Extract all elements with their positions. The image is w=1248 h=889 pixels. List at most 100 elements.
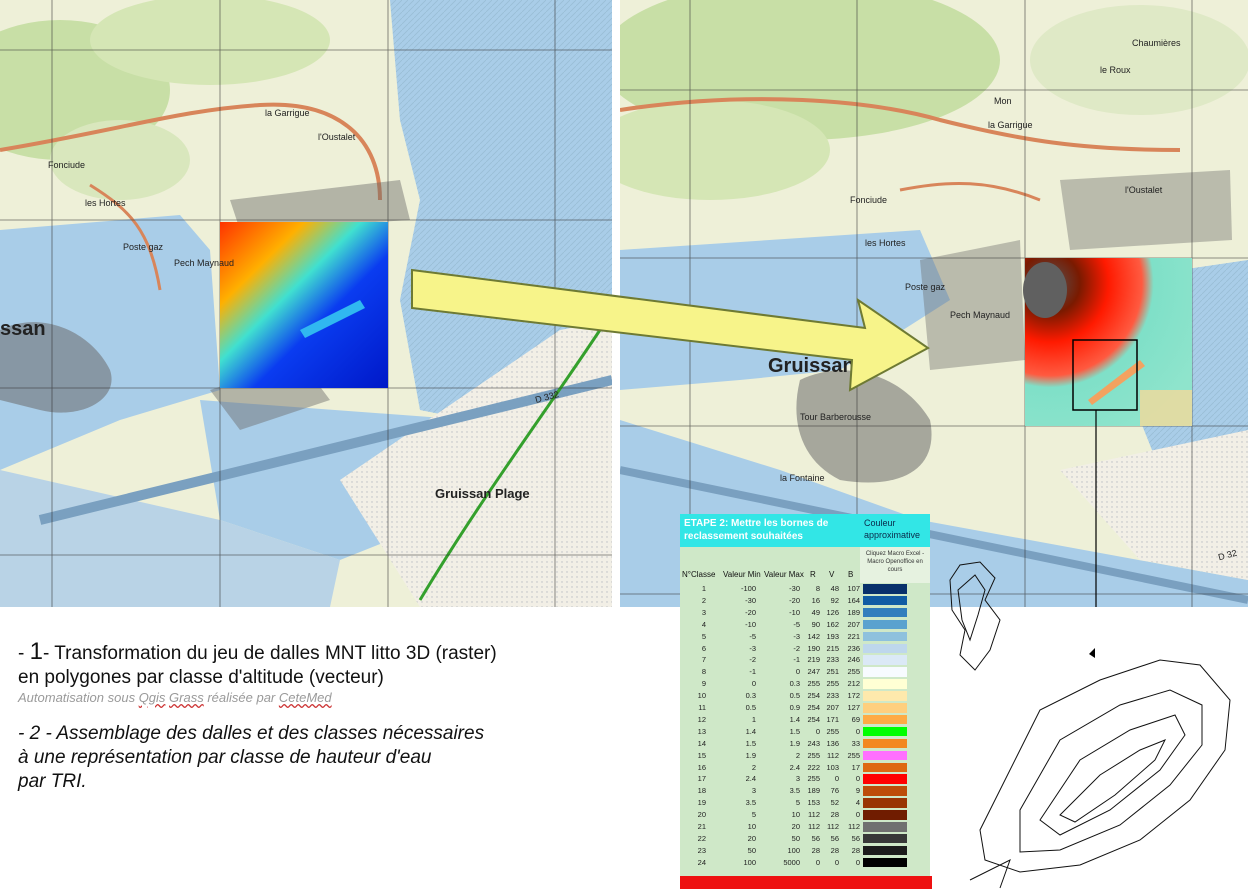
legend-cell-b: 221	[847, 631, 860, 641]
legend-cell-r: 222	[807, 762, 820, 772]
legend-cell-max: 100	[787, 845, 800, 855]
legend-cell-c: 21	[697, 822, 706, 831]
legend-cell-min: 1.5	[745, 738, 756, 748]
legend-color-swatch	[863, 845, 907, 856]
legend-cell-b: 107	[847, 584, 860, 593]
legend-cell-max: -30	[789, 584, 800, 593]
map-label-lieu6: Pech Maynaud	[950, 310, 1011, 320]
legend-cell-min: 1.9	[745, 750, 756, 760]
legend-cell-c: 10	[697, 691, 706, 701]
legend-cell-r: 142	[807, 631, 820, 641]
map-label-lieu6: Pech Maynaud	[174, 258, 235, 268]
legend-cell-min: 5	[751, 810, 756, 820]
legend-cell-b: 189	[847, 607, 860, 617]
legend-cell-b: 0	[855, 857, 860, 867]
subtitle-qgis: Qgis	[138, 690, 166, 705]
legend-cell-max: 0	[795, 667, 800, 677]
map-label-lieu8: Tour Barberousse	[800, 412, 872, 422]
legend-cell-min: 2.4	[745, 774, 756, 784]
map-label-beach: Gruissan Plage	[435, 486, 530, 501]
legend-cell-min: 0.5	[745, 703, 756, 712]
legend-cell-b: 69	[851, 714, 860, 724]
legend-cell-v: 193	[826, 631, 839, 641]
legend-cell-v: 0	[834, 774, 839, 784]
legend-cell-c: 8	[701, 667, 706, 677]
legend-cell-c: 5	[701, 631, 706, 641]
legend-cell-c: 16	[697, 762, 706, 772]
map-label-lieu10: le Roux	[1100, 65, 1131, 75]
legend-cell-r: 254	[807, 691, 820, 701]
legend-cell-max: -5	[793, 619, 800, 629]
legend-cell-min: 2	[751, 762, 756, 772]
legend-color-header: Couleur approximative	[860, 514, 930, 547]
header-min: Valeur Min	[723, 570, 761, 579]
caption-line-1-rest: - Transformation du jeu de dalles MNT li…	[42, 643, 497, 664]
legend-cell-b: 0	[855, 810, 860, 820]
legend-cell-min: -20	[745, 607, 756, 617]
map-label-lieu7: la Fontaine	[780, 473, 825, 483]
legend-cell-c: 3	[701, 607, 706, 617]
map-label-town: ssan	[0, 318, 46, 340]
legend-cell-v: 0	[834, 857, 839, 867]
legend-cell-max: 50	[791, 833, 800, 843]
map-label-lieu3: les Hortes	[865, 238, 906, 248]
legend-cell-r: 255	[807, 774, 820, 784]
legend-color-swatch	[863, 750, 907, 761]
legend-title: ETAPE 2: Mettre les bornes de reclasseme…	[680, 514, 860, 547]
map-label-lieu3: les Hortes	[85, 198, 126, 208]
legend-cell-min: 10	[747, 822, 756, 831]
legend-cell-r: 247	[807, 667, 820, 677]
legend-cell-min: -100	[740, 584, 756, 593]
legend-cell-min: 0	[751, 679, 756, 689]
legend-color-swatch	[863, 833, 907, 844]
legend-cell-r: 16	[811, 595, 820, 605]
legend-cell-b: 172	[847, 691, 860, 701]
legend-cell-r: 28	[811, 845, 820, 855]
legend-cell-c: 17	[697, 774, 706, 784]
legend-cell-min: 50	[747, 845, 756, 855]
legend-cell-b: 4	[855, 798, 860, 808]
legend-cell-max: 2.4	[789, 762, 800, 772]
legend-cell-r: 56	[811, 833, 820, 843]
legend-cell-c: 15	[697, 750, 706, 760]
legend-cell-c: 13	[697, 726, 706, 736]
legend-cell-r: 189	[807, 786, 820, 796]
legend-cell-v: 112	[827, 750, 839, 760]
legend-color-swatch	[863, 643, 907, 654]
legend-color-swatch	[863, 595, 907, 606]
legend-color-swatch	[863, 798, 907, 808]
caption-line-2: en polygones par classe d'altitude (vect…	[18, 667, 384, 688]
legend-cell-c: 23	[697, 845, 706, 855]
legend-cell-b: 28	[851, 845, 860, 855]
legend-cell-min: 1	[751, 714, 756, 724]
header-max: Valeur Max	[764, 570, 804, 579]
legend-cell-min: 20	[747, 833, 756, 843]
legend-color-swatch	[863, 655, 907, 665]
legend-cell-c: 19	[697, 798, 706, 808]
legend-cell-min: 100	[743, 857, 756, 867]
legend-cell-b: 56	[851, 833, 860, 843]
map-label-lieu2: l'Oustalet	[1125, 185, 1163, 195]
legend-color-swatch	[863, 631, 907, 642]
legend-cell-max: 20	[791, 822, 800, 831]
legend-cell-v: 171	[826, 714, 839, 724]
subtitle-part-c: réalisée par	[203, 690, 279, 705]
map-label-lieu4: Fonciude	[850, 195, 888, 205]
legend-cell-max: 0.5	[789, 691, 800, 701]
legend-cell-min: 1.4	[745, 726, 756, 736]
legend-cell-c: 6	[701, 643, 706, 653]
legend-color-swatch	[863, 679, 907, 689]
legend-cell-v: 162	[826, 619, 839, 629]
map-label-lieu11: Mon	[994, 96, 1012, 106]
legend-cell-max: -10	[789, 607, 800, 617]
zoom-box	[1072, 339, 1138, 411]
header-b: B	[848, 570, 854, 579]
caption-text: - 1- Transformation du jeu de dalles MNT…	[18, 640, 658, 794]
legend-cell-r: 255	[807, 750, 820, 760]
legend-cell-v: 48	[830, 584, 839, 593]
legend-cell-r: 254	[807, 714, 820, 724]
legend-cell-v: 103	[826, 762, 839, 772]
legend-cell-v: 76	[830, 786, 839, 796]
legend-color-swatch	[863, 786, 907, 796]
legend-bottom-bar	[680, 876, 932, 889]
